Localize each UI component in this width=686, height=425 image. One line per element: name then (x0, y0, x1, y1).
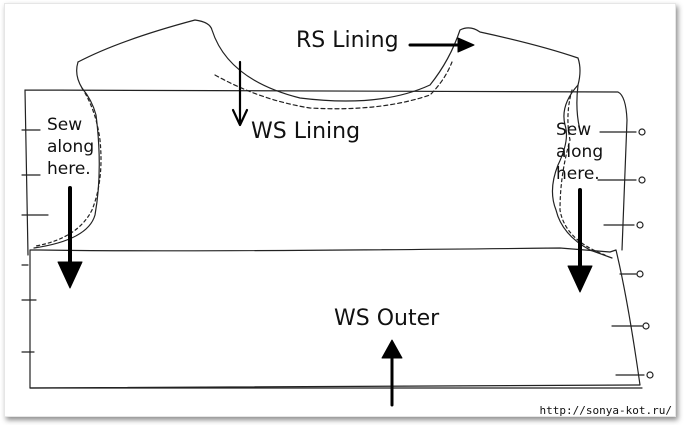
sew-along-left-label: Sew along here. (47, 114, 94, 180)
right-edge-snaps (597, 128, 654, 379)
rs-lining-left-strap (33, 61, 100, 249)
left-sew-arrow (57, 186, 83, 289)
left-edge-ticks (21, 129, 49, 353)
right-side-stitch-line (559, 89, 606, 256)
rs-lining-right-side (551, 84, 613, 259)
lining-panel-outline (24, 89, 628, 256)
outer-panel-outline (29, 247, 641, 389)
watermark-url: http://sonya-kot.ru/ (539, 404, 672, 417)
rs-lining-bodice-outline (77, 19, 581, 131)
sew-right-line-1: Sew (556, 120, 592, 140)
sew-right-line-2: along (556, 142, 604, 162)
sew-right-line-3: here. (556, 164, 600, 184)
diagram-frame (4, 3, 676, 417)
ws-lining-label: WS Lining (251, 119, 361, 144)
rs-lining-arrow (408, 37, 475, 53)
right-sew-arrow (567, 188, 593, 293)
sew-along-right-label: Sew along here. (556, 119, 603, 185)
ws-outer-arrow (381, 339, 403, 407)
sew-left-line-1: Sew (47, 115, 83, 135)
sew-left-line-3: here. (47, 159, 91, 179)
ws-outer-label: WS Outer (334, 306, 440, 331)
neckline-stitch-line (214, 61, 453, 110)
sew-left-line-2: along (47, 137, 95, 157)
ws-lining-arrow (231, 60, 249, 127)
rs-lining-label: RS Lining (296, 28, 399, 53)
